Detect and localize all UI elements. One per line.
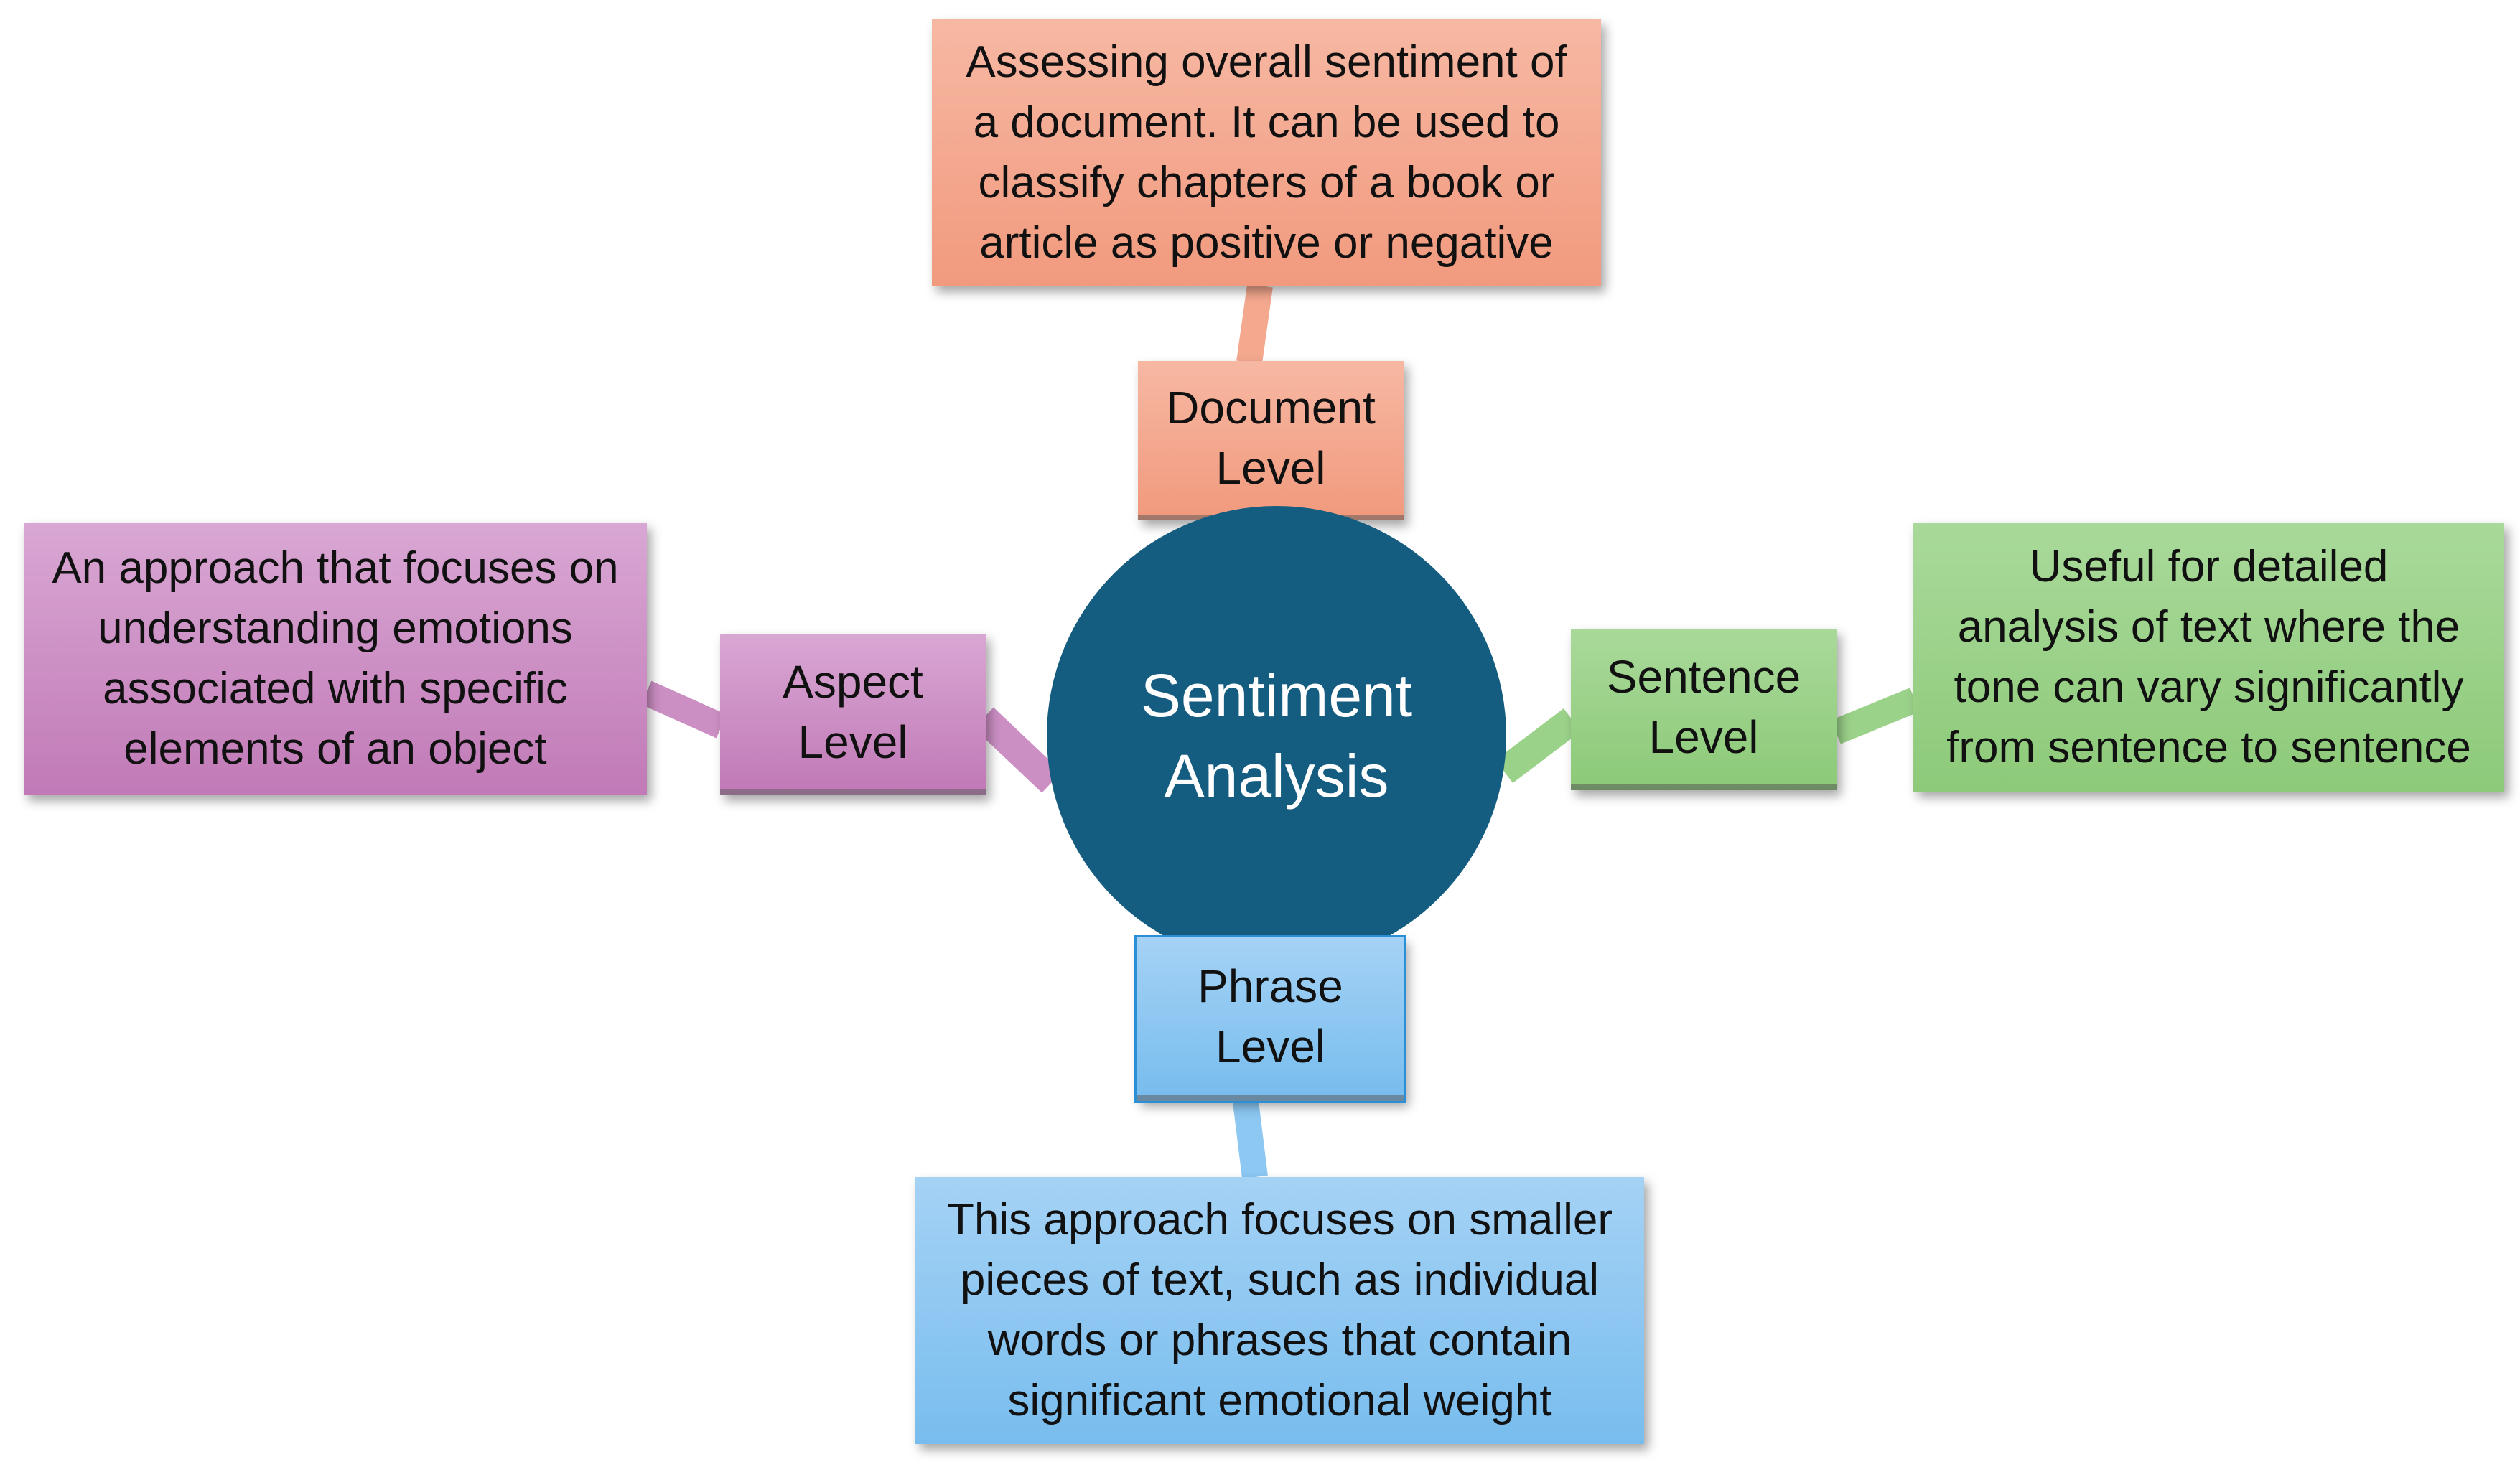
label-line: Document xyxy=(1166,382,1376,434)
label-line: Aspect xyxy=(783,655,923,708)
sentiment-analysis-center-node: Sentiment Analysis xyxy=(1047,506,1506,965)
center-line: Sentiment xyxy=(1140,662,1413,729)
description-line: Assessing overall sentiment of xyxy=(966,37,1567,87)
description-line: An approach that focuses on xyxy=(52,543,619,593)
document-level-label: Document Level xyxy=(1138,361,1404,520)
connector-sentence-right xyxy=(1831,688,1920,744)
description-line: analysis of text where the xyxy=(1957,601,2460,652)
aspect-level-description: An approach that focuses on understandin… xyxy=(24,523,647,795)
center-line: Analysis xyxy=(1164,742,1389,810)
description-line: pieces of text, such as individual xyxy=(960,1255,1600,1305)
label-line: Level xyxy=(1648,711,1759,763)
document-level-description: Assessing overall sentiment of a documen… xyxy=(932,19,1601,286)
connector-sentence-center xyxy=(1495,708,1582,783)
description-line: article as positive or negative xyxy=(979,218,1554,268)
label-line: Level xyxy=(798,716,908,768)
label-line: Level xyxy=(1215,442,1326,494)
description-line: elements of an object xyxy=(123,724,547,774)
label-line: Phrase xyxy=(1198,960,1343,1012)
label-line: Level xyxy=(1215,1021,1325,1072)
aspect-level-label: Aspect Level xyxy=(720,634,986,795)
description-line: classify chapters of a book or xyxy=(978,158,1555,207)
description-line: Useful for detailed xyxy=(2029,541,2389,591)
label-line: Sentence xyxy=(1606,650,1801,703)
description-line: tone can vary significantly xyxy=(1954,662,2464,712)
connector-phrase-bottom xyxy=(1233,1100,1268,1179)
connector-document-top xyxy=(1236,284,1273,365)
connector-aspect-left xyxy=(640,680,727,739)
description-line: This approach focuses on smaller xyxy=(946,1195,1613,1245)
description-line: a document. It can be used to xyxy=(973,98,1560,147)
description-line: from sentence to sentence xyxy=(1946,722,2471,772)
description-line: associated with specific xyxy=(103,664,568,713)
description-line: words or phrases that contain xyxy=(987,1316,1572,1365)
phrase-level-label: Phrase Level xyxy=(1134,935,1406,1103)
description-line: significant emotional weight xyxy=(1007,1376,1552,1425)
sentence-level-description: Useful for detailed analysis of text whe… xyxy=(1913,523,2504,792)
description-line: understanding emotions xyxy=(98,604,573,653)
phrase-level-description: This approach focuses on smaller pieces … xyxy=(915,1177,1644,1444)
sentence-level-label: Sentence Level xyxy=(1571,629,1837,790)
connector-aspect-center xyxy=(974,707,1062,793)
